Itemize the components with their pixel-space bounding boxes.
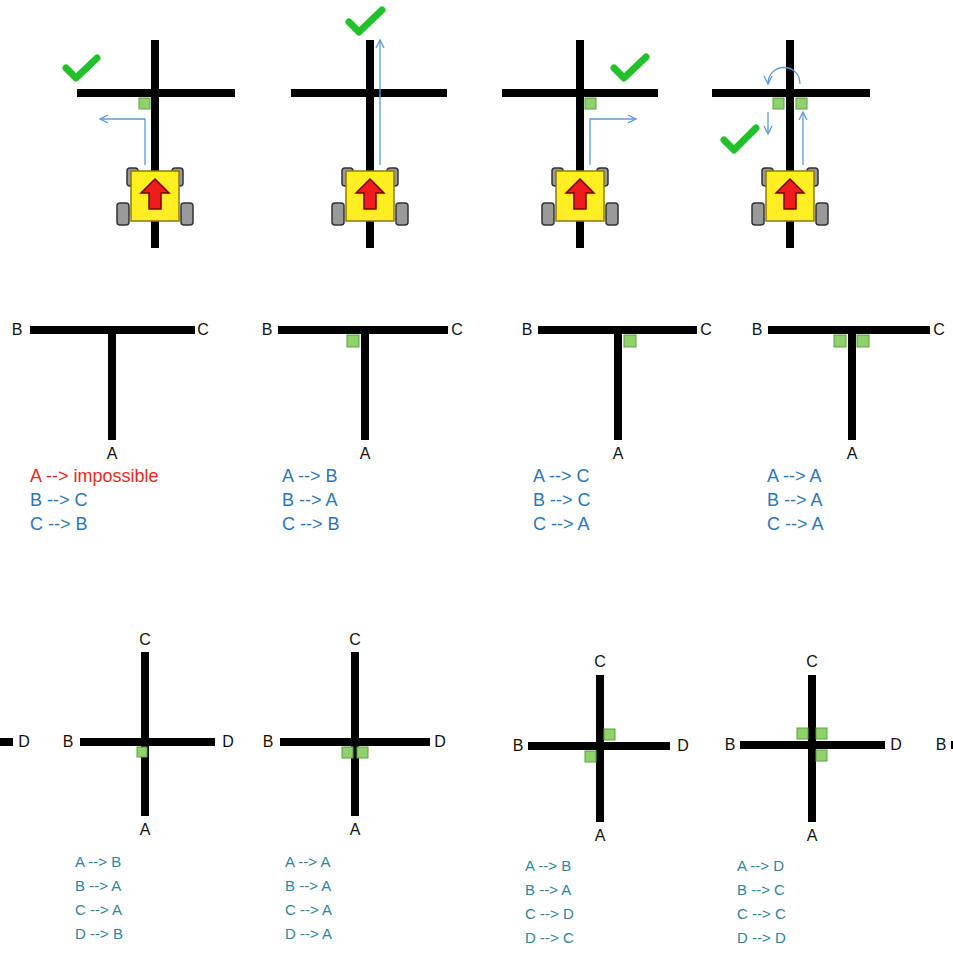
endpoint-letter: A xyxy=(847,446,858,462)
route-rule: B --> A xyxy=(767,491,823,509)
endpoint-letter: D xyxy=(434,734,446,750)
route-rule: B --> A xyxy=(282,491,338,509)
route-rule: C --> C xyxy=(737,906,786,921)
route-rule: A --> impossible xyxy=(30,467,159,485)
endpoint-letter: B xyxy=(522,322,533,338)
route-rule: C --> A xyxy=(285,902,332,917)
endpoint-letter: B xyxy=(725,737,736,753)
endpoint-letter: A xyxy=(107,446,118,462)
endpoint-letter: A xyxy=(140,822,151,838)
endpoint-letter: A xyxy=(595,828,606,844)
route-rule: D --> C xyxy=(525,930,574,945)
route-rule: A --> B xyxy=(525,858,571,873)
route-rule: A --> A xyxy=(285,854,330,869)
endpoint-letter: C xyxy=(451,322,463,338)
endpoint-letter: A xyxy=(807,828,818,844)
route-rule: B --> C xyxy=(737,882,785,897)
endpoint-letter: D xyxy=(890,737,902,753)
route-rule: B --> A xyxy=(75,878,121,893)
route-rule: C --> A xyxy=(767,515,824,533)
route-rule: D --> B xyxy=(75,926,123,941)
endpoint-letter: C xyxy=(139,632,151,648)
endpoint-letter: C xyxy=(806,654,818,670)
endpoint-letter: A xyxy=(350,822,361,838)
endpoint-letter: B xyxy=(12,322,23,338)
route-rule: C --> D xyxy=(525,906,574,921)
route-rule: B --> C xyxy=(533,491,591,509)
endpoint-letter: D xyxy=(18,734,30,750)
route-rule: A --> D xyxy=(737,858,784,873)
endpoint-letter: B xyxy=(513,738,524,754)
route-rule: C --> A xyxy=(75,902,122,917)
endpoint-letter: B xyxy=(752,322,763,338)
route-rule: A --> A xyxy=(767,467,822,485)
route-rule: A --> B xyxy=(75,854,121,869)
endpoint-letter: C xyxy=(349,632,361,648)
route-rule: C --> B xyxy=(282,515,340,533)
endpoint-letter: B xyxy=(936,737,947,753)
route-rule: D --> D xyxy=(737,930,786,945)
endpoint-letter: A xyxy=(613,446,624,462)
endpoint-letter: C xyxy=(197,322,209,338)
endpoint-letter: D xyxy=(222,734,234,750)
route-rule: A --> C xyxy=(533,467,590,485)
endpoint-letter: C xyxy=(700,322,712,338)
route-rule: B --> A xyxy=(285,878,331,893)
endpoint-letter: A xyxy=(360,446,371,462)
endpoint-letter: B xyxy=(63,734,74,750)
route-rule: D --> A xyxy=(285,926,332,941)
endpoint-letter: C xyxy=(933,322,945,338)
endpoint-letter: D xyxy=(677,738,689,754)
route-rule: C --> A xyxy=(533,515,590,533)
route-rule: A --> B xyxy=(282,467,338,485)
route-rule: B --> A xyxy=(525,882,571,897)
endpoint-letter: C xyxy=(594,654,606,670)
endpoint-letter: B xyxy=(262,322,273,338)
endpoint-letter: B xyxy=(263,734,274,750)
route-rule: C --> B xyxy=(30,515,88,533)
route-rule: B --> C xyxy=(30,491,88,509)
